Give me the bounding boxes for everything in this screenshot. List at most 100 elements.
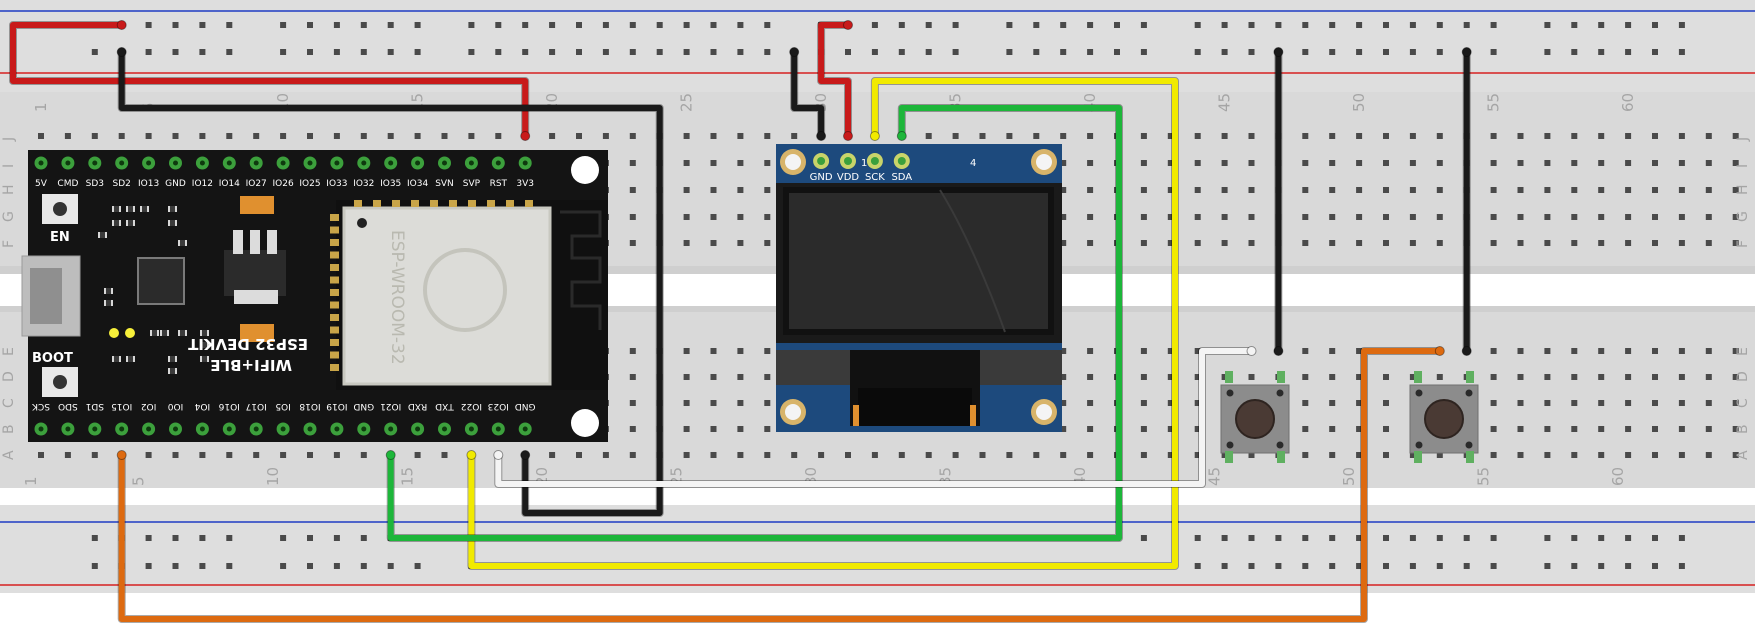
terminal-hole [764,133,771,139]
orange-button-wire[interactable] [118,348,1443,622]
terminal-hole [1652,374,1658,380]
rail-hole [1194,563,1201,569]
terminal-hole [710,187,717,193]
terminal-hole [683,374,690,380]
rail-hole [1248,563,1255,569]
rail-hole [333,49,340,55]
terminal-hole [1544,400,1551,406]
orange-button-wire-end [1434,346,1445,356]
terminal-hole [1571,374,1578,380]
yellow-sck-wire[interactable] [468,78,1178,569]
rail-hole [1625,563,1632,569]
terminal-hole [1356,374,1363,380]
terminal-hole [737,452,744,458]
boot-button[interactable] [42,367,78,397]
rail-hole [495,49,502,55]
terminal-hole [1705,160,1712,166]
white-button-wire[interactable] [495,348,1255,487]
terminal-hole [64,133,71,139]
terminal-hole [1409,452,1416,458]
terminal-hole [1033,452,1040,458]
rail-hole [1302,535,1309,541]
terminal-hole [1356,240,1363,246]
terminal-hole [737,160,744,166]
terminal-hole [629,160,636,166]
terminal-hole [764,374,771,380]
green-sda-wire-end [896,131,907,141]
terminal-hole [1194,240,1201,246]
rail-hole [387,22,394,28]
en-button[interactable] [42,194,78,224]
terminal-hole [1625,187,1632,193]
terminal-hole [737,348,744,354]
terminal-hole [1329,400,1336,406]
rail-hole [172,49,179,55]
terminal-hole [1678,133,1685,139]
black-ground-wire-top[interactable] [118,49,663,516]
black-ground-wire-top-end [520,450,531,460]
terminal-hole [1087,452,1094,458]
terminal-hole [925,452,932,458]
terminal-hole [1517,133,1524,139]
terminal-hole [1598,400,1605,406]
button-2[interactable] [1409,371,1479,463]
terminal-hole [1140,133,1147,139]
black-ground-wire-button-1-end [1273,47,1284,57]
module-pad [411,200,419,207]
terminal-hole [1383,452,1389,458]
rail-hole [199,563,206,569]
rail-hole [1006,22,1013,28]
terminal-hole [683,452,690,458]
terminal-hole [1087,187,1094,193]
column-label-bottom: 15 [399,467,417,486]
row-label-right: B [1735,424,1751,434]
terminal-hole [1060,452,1067,458]
terminal-hole [1705,426,1712,432]
esp32-top-pin-label: IO33 [326,179,347,189]
terminal-hole [1140,400,1147,406]
terminal-hole [1598,348,1605,354]
terminal-hole [441,452,448,458]
mount-hole-top [571,156,599,184]
rail-hole [952,22,959,28]
terminal-hole [333,133,340,139]
rail-hole [1678,49,1685,55]
terminal-hole [1517,187,1524,193]
module-pad [354,200,362,207]
rail-hole [145,49,152,55]
terminal-hole [1194,400,1201,406]
terminal-hole [1194,452,1201,458]
terminal-hole [1678,348,1685,354]
terminal-hole [1221,240,1228,246]
button-1[interactable] [1220,371,1290,463]
terminal-hole [1598,187,1605,193]
rail-hole [1329,22,1336,28]
rail-hole [1356,563,1363,569]
rail-hole [1140,22,1147,28]
green-sda-wire[interactable] [387,105,1122,541]
esp32-top-pin-label: IO12 [192,179,213,189]
terminal-hole [1060,426,1067,432]
terminal-hole [1490,133,1497,139]
rail-hole [280,22,287,28]
esp32-bottom-pin-label: IO5 [275,401,290,411]
terminal-hole [1087,374,1094,380]
terminal-hole [1544,348,1551,354]
esp32-bottom-pin-label: TXD [435,401,455,411]
terminal-hole [1571,426,1578,432]
terminal-hole [764,160,771,166]
esp32-bottom-pin-label: RXD [408,401,427,411]
module-pad [330,226,339,234]
terminal-hole [1248,240,1255,246]
black-ground-wire-oled[interactable] [791,49,825,139]
esp32-bottom-pin-label: IO19 [326,401,347,411]
red-power-wire-esp[interactable] [10,22,529,139]
red-power-wire-oled[interactable] [818,22,851,139]
column-label-bottom: 50 [1340,467,1358,486]
terminal-hole [602,133,609,139]
rail-hole [1490,563,1497,569]
red-power-wire-esp-end [116,20,127,30]
terminal-hole [1248,452,1255,458]
terminal-hole [602,452,609,458]
